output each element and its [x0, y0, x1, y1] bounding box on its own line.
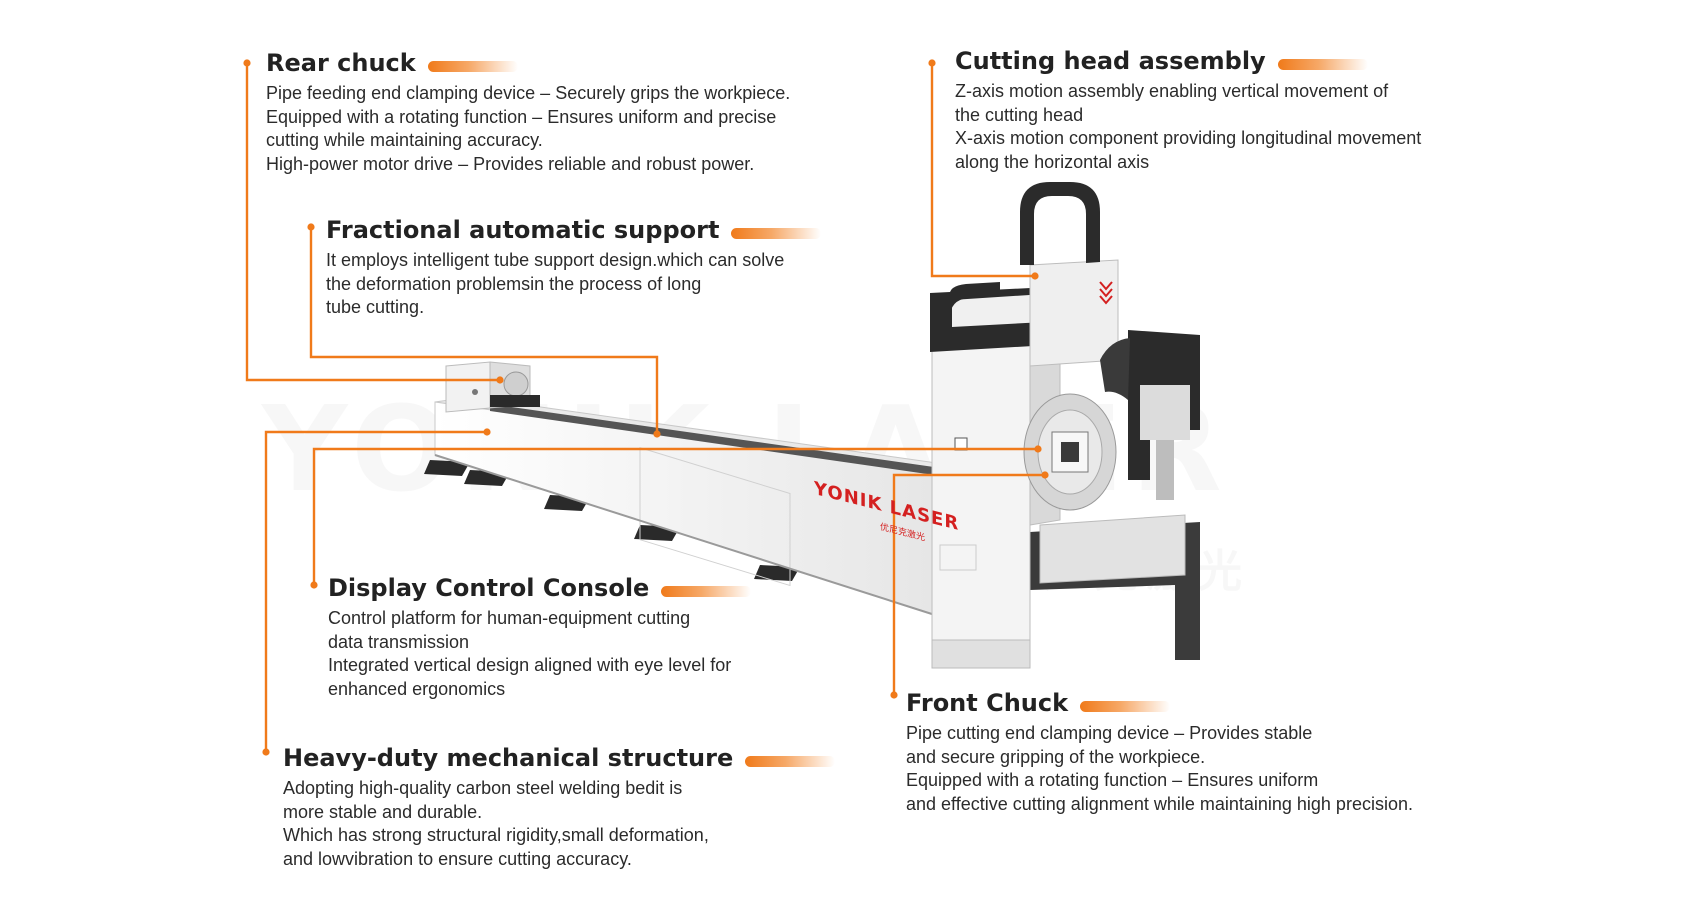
callout-display-console: Display Control Console Control platform…	[328, 573, 752, 701]
rear-chuck-body	[445, 361, 540, 413]
leader-rear-chuck	[245, 63, 500, 382]
callout-leader-lines	[245, 63, 1045, 752]
callout-title: Rear chuck	[266, 49, 416, 77]
accent-bar	[731, 228, 822, 240]
callout-cutting-head: Cutting head assembly Z-axis motion asse…	[955, 46, 1421, 174]
callout-title: Display Control Console	[328, 574, 650, 602]
accent-bar	[661, 586, 752, 598]
callout-title: Cutting head assembly	[955, 47, 1266, 75]
accent-bar	[1277, 59, 1368, 71]
callout-description: It employs intelligent tube support desi…	[326, 250, 785, 317]
leader-front-chuck	[892, 473, 1045, 695]
callout-title: Front Chuck	[906, 689, 1069, 717]
callout-mechanical-structure: Heavy-duty mechanical structure Adopting…	[283, 743, 836, 871]
callout-fractional-support: Fractional automatic support It employs …	[326, 215, 822, 320]
front-chuck-tower	[930, 182, 1200, 669]
leader-display-console	[312, 447, 1038, 585]
accent-bar	[745, 756, 836, 768]
callout-title: Heavy-duty mechanical structure	[283, 744, 734, 772]
callout-description: Pipe cutting end clamping device – Provi…	[906, 723, 1413, 814]
accent-bar	[1080, 701, 1171, 713]
callout-title: Fractional automatic support	[326, 216, 720, 244]
callout-description: Z-axis motion assembly enabling vertical…	[955, 81, 1422, 172]
leader-cutting-head	[930, 63, 1035, 278]
callout-description: Pipe feeding end clamping device – Secur…	[266, 83, 791, 174]
leader-fractional-support	[309, 227, 659, 434]
accent-bar	[427, 61, 518, 73]
callout-rear-chuck: Rear chuck Pipe feeding end clamping dev…	[266, 48, 790, 176]
callout-leader-dots	[243, 59, 1049, 756]
callout-front-chuck: Front Chuck Pipe cutting end clamping de…	[906, 688, 1413, 816]
callout-description: Adopting high-quality carbon steel weldi…	[283, 778, 709, 869]
machine-bed	[434, 396, 966, 616]
callout-description: Control platform for human-equipment cut…	[328, 608, 732, 699]
leader-mechanical-structure	[264, 430, 487, 752]
